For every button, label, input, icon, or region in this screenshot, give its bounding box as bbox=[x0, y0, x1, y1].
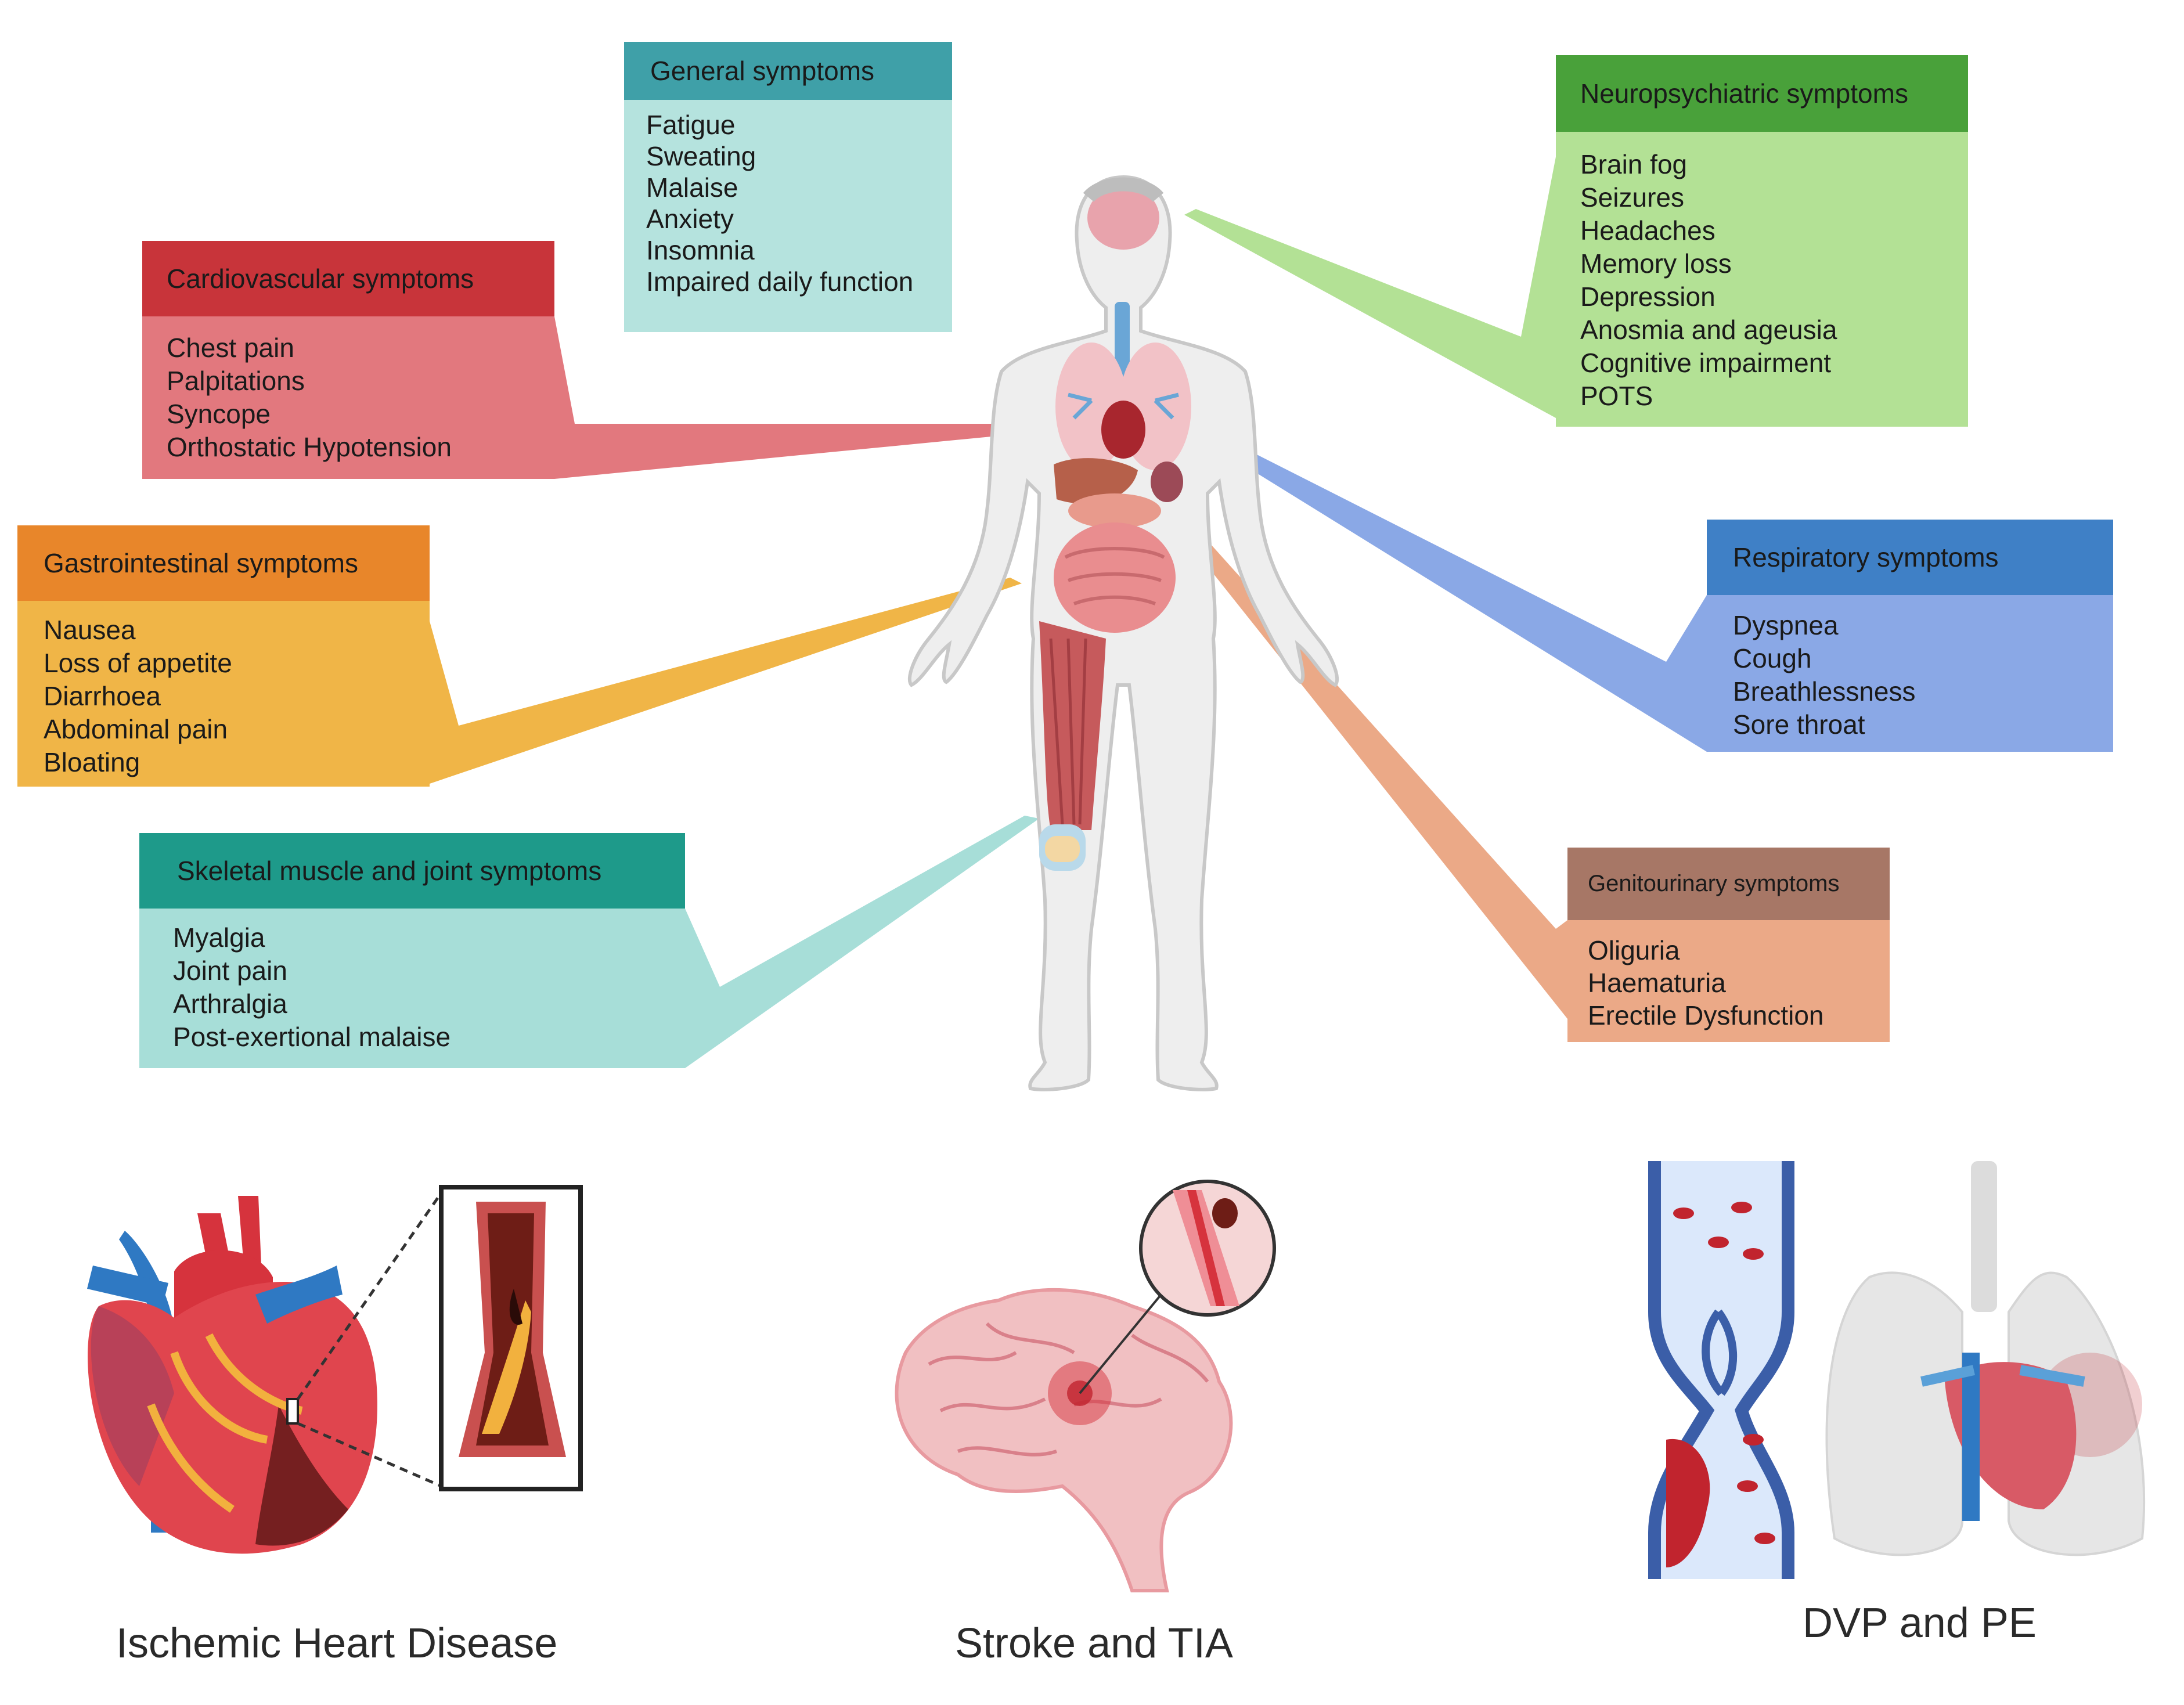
list-item: Chest pain bbox=[167, 333, 294, 363]
gastrointestinal-symptoms-box: Gastrointestinal symptoms Nausea Loss of… bbox=[17, 525, 430, 787]
general-symptoms-list: Fatigue Sweating Malaise Anxiety Insomni… bbox=[624, 100, 952, 332]
neuropsychiatric-symptoms-header: Neuropsychiatric symptoms bbox=[1556, 55, 1968, 132]
dvt-caption: DVP and PE bbox=[1803, 1600, 2037, 1646]
skeletal-symptoms-box: Skeletal muscle and joint symptoms Myalg… bbox=[139, 833, 685, 1068]
resp-callout-wedge bbox=[1196, 430, 1707, 752]
neuropsychiatric-symptoms-list: Brain fog Seizures Headaches Memory loss… bbox=[1556, 132, 1968, 427]
respiratory-symptoms-header: Respiratory symptoms bbox=[1707, 520, 2113, 595]
cardiovascular-symptoms-list: Chest pain Palpitations Syncope Orthosta… bbox=[142, 316, 554, 479]
list-item: Headaches bbox=[1580, 215, 1716, 246]
list-item: Myalgia bbox=[173, 922, 265, 953]
list-item: Brain fog bbox=[1580, 149, 1688, 179]
genitourinary-symptoms-header: Genitourinary symptoms bbox=[1567, 848, 1890, 920]
gu-callout-wedge bbox=[1161, 505, 1567, 1019]
cardiovascular-symptoms-header: Cardiovascular symptoms bbox=[142, 241, 554, 316]
list-item: Diarrhoea bbox=[44, 681, 161, 711]
genitourinary-symptoms-list: Oliguria Haematuria Erectile Dysfunction bbox=[1567, 920, 1890, 1042]
respiratory-symptoms-list: Dyspnea Cough Breathlessness Sore throat bbox=[1707, 595, 2113, 752]
neuropsychiatric-symptoms-title: Neuropsychiatric symptoms bbox=[1580, 78, 1908, 109]
list-item: Haematuria bbox=[1588, 968, 1726, 998]
list-item: Bloating bbox=[44, 747, 140, 777]
list-item: Post-exertional malaise bbox=[173, 1022, 451, 1052]
skeletal-symptoms-title: Skeletal muscle and joint symptoms bbox=[177, 856, 602, 886]
cardiovascular-symptoms-box: Cardiovascular symptoms Chest pain Palpi… bbox=[142, 241, 554, 479]
brain-illustration bbox=[895, 1180, 1276, 1592]
list-item: Fatigue bbox=[646, 110, 736, 140]
neuro-callout-wedge bbox=[1184, 157, 1556, 418]
list-item: Memory loss bbox=[1580, 248, 1732, 279]
list-item: Cognitive impairment bbox=[1580, 348, 1832, 378]
list-item: Nausea bbox=[44, 615, 136, 645]
list-item: Cough bbox=[1733, 643, 1812, 673]
heart-caption: Ischemic Heart Disease bbox=[116, 1620, 558, 1667]
stroke-caption: Stroke and TIA bbox=[955, 1620, 1233, 1667]
list-item: Orthostatic Hypotension bbox=[167, 432, 452, 462]
list-item: Malaise bbox=[646, 172, 738, 203]
list-item: POTS bbox=[1580, 381, 1653, 411]
human-body-figure bbox=[907, 175, 1339, 1091]
list-item: Joint pain bbox=[173, 956, 287, 986]
gi-callout-wedge bbox=[430, 578, 1022, 784]
skeletal-symptoms-list: Myalgia Joint pain Arthralgia Post-exert… bbox=[139, 909, 685, 1068]
gastrointestinal-symptoms-title: Gastrointestinal symptoms bbox=[44, 548, 358, 578]
dvt-pe-illustration bbox=[1648, 1161, 2146, 1579]
list-item: Insomnia bbox=[646, 235, 755, 265]
general-symptoms-header: General symptoms bbox=[624, 42, 952, 100]
gastrointestinal-symptoms-list: Nausea Loss of appetite Diarrhoea Abdomi… bbox=[17, 601, 430, 787]
list-item: Palpitations bbox=[167, 366, 305, 396]
respiratory-symptoms-box: Respiratory symptoms Dyspnea Cough Breat… bbox=[1707, 520, 2113, 752]
cardiovascular-symptoms-title: Cardiovascular symptoms bbox=[167, 264, 474, 294]
list-item: Syncope bbox=[167, 399, 271, 429]
list-item: Breathlessness bbox=[1733, 676, 1916, 706]
list-item: Sore throat bbox=[1733, 709, 1865, 740]
cardio-callout-wedge bbox=[554, 316, 1033, 479]
list-item: Abdominal pain bbox=[44, 714, 228, 744]
respiratory-symptoms-title: Respiratory symptoms bbox=[1733, 542, 1999, 572]
list-item: Seizures bbox=[1580, 182, 1684, 212]
list-item: Dyspnea bbox=[1733, 610, 1839, 640]
general-symptoms-box: General symptoms Fatigue Sweating Malais… bbox=[624, 42, 952, 332]
skeletal-callout-wedge bbox=[685, 816, 1039, 1068]
skeletal-symptoms-header: Skeletal muscle and joint symptoms bbox=[139, 833, 685, 909]
genitourinary-symptoms-box: Genitourinary symptoms Oliguria Haematur… bbox=[1567, 848, 1890, 1042]
list-item: Loss of appetite bbox=[44, 648, 232, 678]
list-item: Impaired daily function bbox=[646, 266, 914, 297]
list-item: Depression bbox=[1580, 282, 1716, 312]
list-item: Arthralgia bbox=[173, 989, 287, 1019]
list-item: Anosmia and ageusia bbox=[1580, 315, 1837, 345]
general-symptoms-title: General symptoms bbox=[650, 56, 875, 86]
heart-illustration bbox=[87, 1185, 583, 1554]
list-item: Anxiety bbox=[646, 204, 734, 234]
list-item: Erectile Dysfunction bbox=[1588, 1000, 1824, 1030]
list-item: Oliguria bbox=[1588, 935, 1680, 965]
neuropsychiatric-symptoms-box: Neuropsychiatric symptoms Brain fog Seiz… bbox=[1556, 55, 1968, 427]
list-item: Sweating bbox=[646, 141, 756, 171]
gastrointestinal-symptoms-header: Gastrointestinal symptoms bbox=[17, 525, 430, 601]
genitourinary-symptoms-title: Genitourinary symptoms bbox=[1588, 871, 1840, 896]
